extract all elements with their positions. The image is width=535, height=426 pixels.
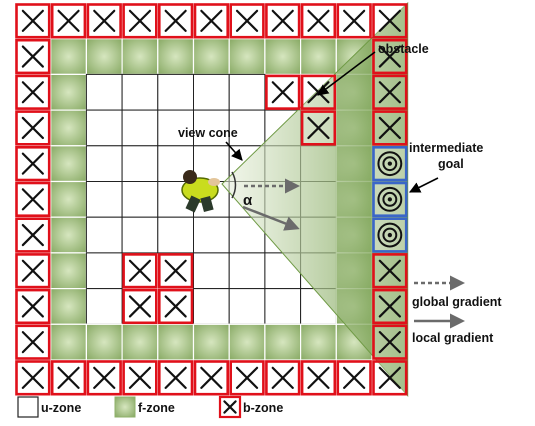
f-zone-cell xyxy=(86,324,122,360)
f-zone-cell xyxy=(301,39,337,75)
u-zone-cell xyxy=(158,217,194,253)
legend-item-f-zone: f-zone xyxy=(115,397,175,417)
f-zone-cell xyxy=(51,110,87,146)
f-zone-cell xyxy=(51,217,87,253)
f-zone-cell xyxy=(158,324,194,360)
u-zone-cell xyxy=(194,74,230,110)
intermediate-goal-label-line2: goal xyxy=(438,157,464,171)
f-zone-cell xyxy=(51,324,87,360)
u-zone-cell xyxy=(122,182,158,218)
u-zone-cell xyxy=(194,289,230,325)
legend-label: f-zone xyxy=(138,401,175,415)
local-gradient-label: local gradient xyxy=(412,331,494,345)
u-zone-cell xyxy=(122,110,158,146)
f-zone-cell xyxy=(229,324,265,360)
intermediate-goal-label-line1: intermediate xyxy=(409,141,483,155)
u-zone-cell xyxy=(86,217,122,253)
f-zone-cell xyxy=(51,74,87,110)
f-zone-cell xyxy=(51,146,87,182)
u-zone-cell xyxy=(122,217,158,253)
f-zone-cell xyxy=(51,182,87,218)
legend-item-u-zone: u-zone xyxy=(18,397,81,417)
legend: u-zone f-zone b-zone xyxy=(18,397,283,417)
f-zone-cell xyxy=(301,324,337,360)
f-zone-cell xyxy=(51,289,87,325)
u-zone-cell xyxy=(229,289,265,325)
f-zone-cell xyxy=(86,39,122,75)
f-zone-cell xyxy=(51,253,87,289)
f-zone-cell xyxy=(265,324,301,360)
u-zone-cell xyxy=(86,146,122,182)
u-zone-cell xyxy=(122,146,158,182)
u-zone-cell xyxy=(194,146,230,182)
u-zone-cell xyxy=(194,217,230,253)
u-zone-cell xyxy=(158,74,194,110)
u-zone-cell xyxy=(86,253,122,289)
f-zone-cell xyxy=(122,324,158,360)
u-zone-cell xyxy=(194,253,230,289)
f-zone-cell xyxy=(122,39,158,75)
u-zone-cell xyxy=(86,110,122,146)
f-zone-cell xyxy=(229,39,265,75)
f-zone-cell xyxy=(194,324,230,360)
f-zone-cell xyxy=(265,39,301,75)
u-zone-cell xyxy=(229,74,265,110)
legend-label: u-zone xyxy=(41,401,81,415)
legend-item-b-zone: b-zone xyxy=(220,397,283,417)
u-zone-cell xyxy=(86,289,122,325)
u-zone-swatch xyxy=(18,397,38,417)
obstacle-label: obstacle xyxy=(378,42,429,56)
u-zone-cell xyxy=(265,289,301,325)
alpha-label: α xyxy=(243,192,253,209)
u-zone-cell xyxy=(86,182,122,218)
f-zone-swatch xyxy=(115,397,135,417)
u-zone-cell xyxy=(229,253,265,289)
u-zone-cell xyxy=(122,74,158,110)
view-cone-label: view cone xyxy=(178,126,238,140)
f-zone-cell xyxy=(51,39,87,75)
goal-pointer xyxy=(410,178,438,192)
f-zone-cell xyxy=(158,39,194,75)
legend-label: b-zone xyxy=(243,401,283,415)
f-zone-cell xyxy=(194,39,230,75)
u-zone-cell xyxy=(86,74,122,110)
global-gradient-label: global gradient xyxy=(412,295,502,309)
